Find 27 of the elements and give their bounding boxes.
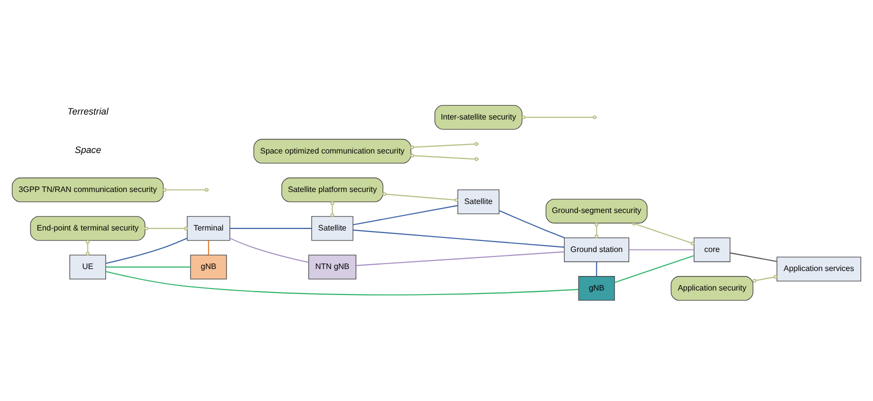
- connector: [208, 240, 210, 255]
- label: Space: [74, 145, 102, 156]
- connector: [614, 255, 694, 283]
- connector: [414, 155, 475, 160]
- connector: [353, 205, 458, 226]
- connector: [230, 238, 309, 263]
- connector: [230, 228, 312, 229]
- connector: [629, 249, 694, 250]
- connector: [594, 222, 598, 238]
- connector: [382, 192, 458, 202]
- connector: [144, 226, 188, 230]
- connector: [730, 252, 777, 262]
- connector: [752, 275, 778, 283]
- connector: [524, 116, 594, 118]
- connector: [106, 270, 579, 296]
- connector: [596, 262, 598, 276]
- connector: [330, 201, 334, 217]
- connector: [414, 144, 475, 148]
- connector: [356, 251, 564, 266]
- connector: [106, 266, 190, 268]
- connector: [166, 189, 206, 190]
- connector: [499, 210, 565, 238]
- label: Terrestrial: [67, 106, 108, 116]
- connector: [352, 230, 564, 248]
- connector: [86, 240, 90, 256]
- connector: [632, 222, 694, 246]
- connector: [106, 238, 188, 264]
